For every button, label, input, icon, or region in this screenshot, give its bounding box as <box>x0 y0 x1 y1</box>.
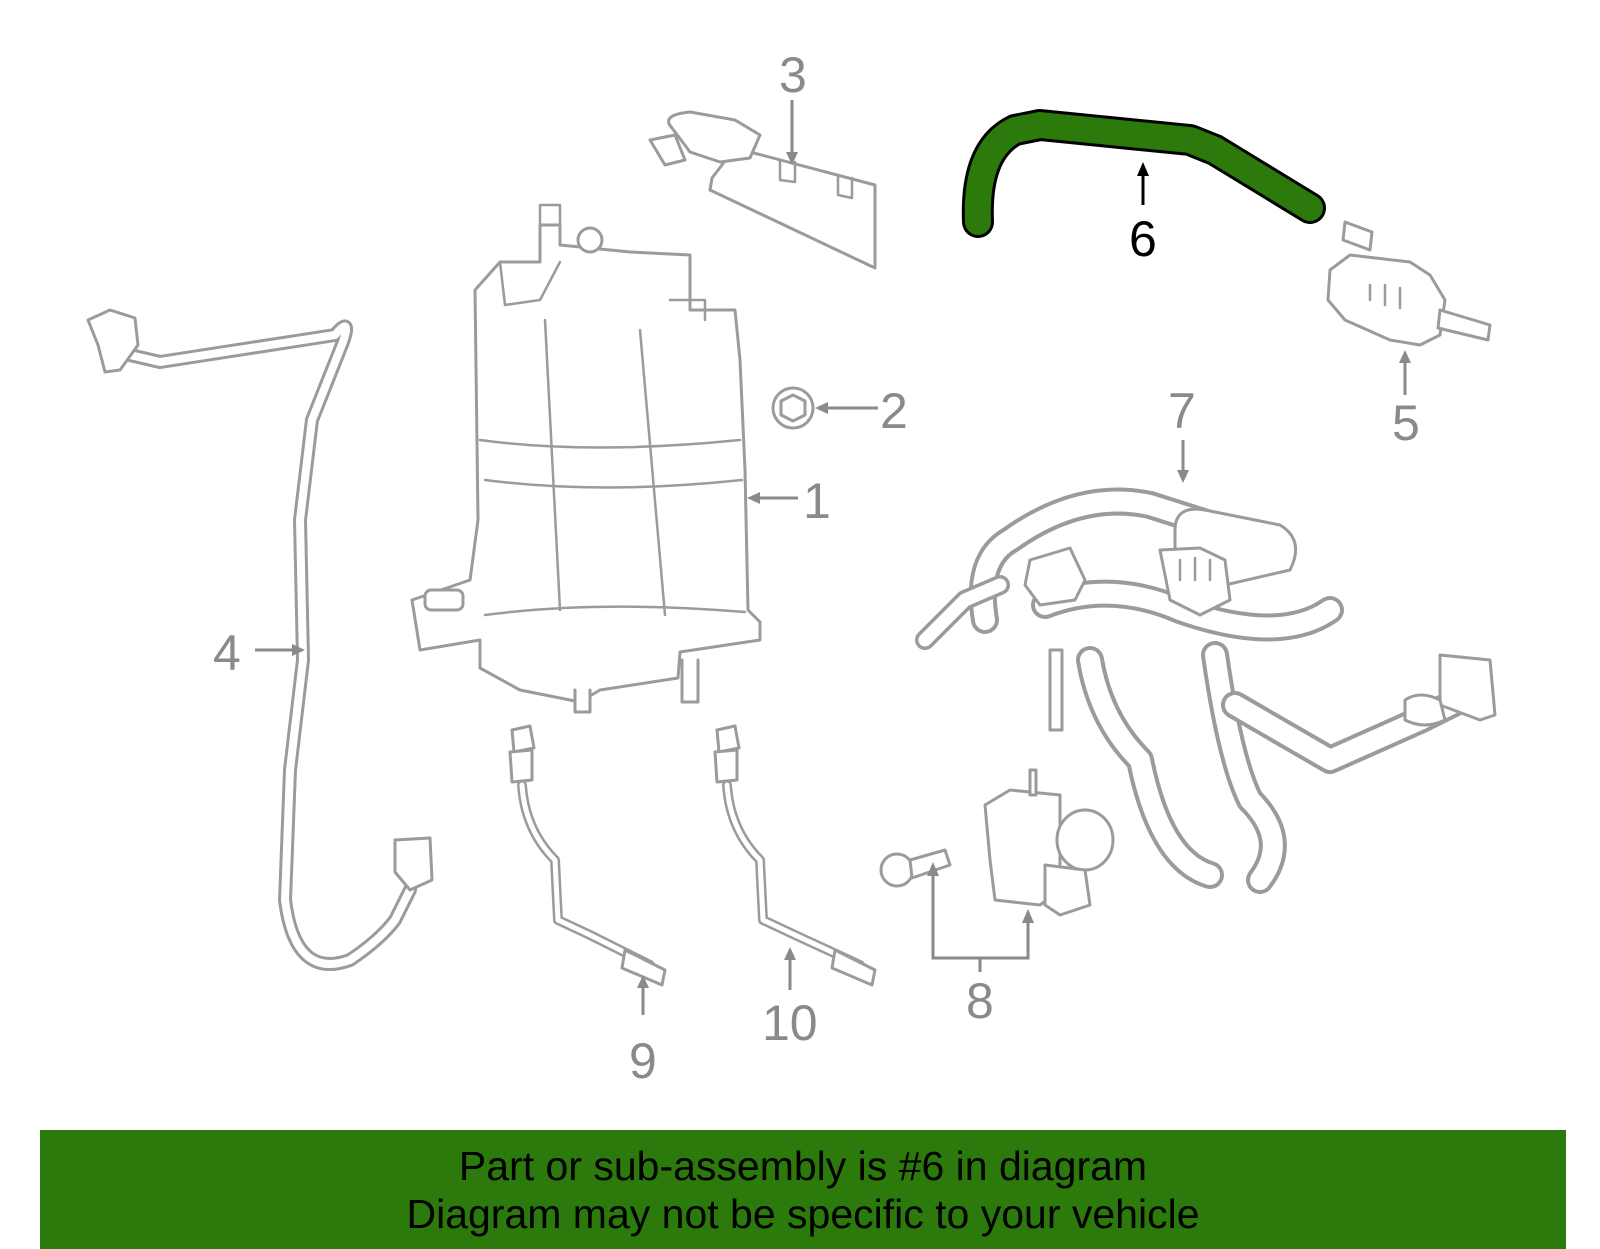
part-9-sensor[interactable] <box>508 724 667 987</box>
part-1-canister[interactable] <box>410 203 762 714</box>
callout-9: 9 <box>629 1033 657 1089</box>
callout-8: 8 <box>966 973 994 1029</box>
callout-3: 3 <box>779 47 807 103</box>
callout-1: 1 <box>803 473 831 529</box>
part-10-sensor[interactable] <box>713 724 877 987</box>
banner-line-1: Part or sub-assembly is #6 in diagram <box>458 1143 1148 1189</box>
part-3-bracket[interactable] <box>648 110 877 270</box>
callout-7: 7 <box>1168 383 1196 439</box>
callout-6: 6 <box>1129 211 1157 267</box>
callout-10: 10 <box>762 995 818 1051</box>
parts-diagram: 3 2 1 4 5 6 7 8 9 10 <box>86 47 1497 1089</box>
callout-5: 5 <box>1392 395 1420 451</box>
info-banner: Part or sub-assembly is #6 in diagram Di… <box>40 1130 1566 1249</box>
callout-2: 2 <box>880 383 908 439</box>
part-2-nut[interactable] <box>771 386 815 430</box>
leader-lines <box>255 100 1411 1015</box>
part-7-hose-assembly[interactable] <box>915 487 1497 894</box>
callout-4: 4 <box>213 625 241 681</box>
part-8-solenoid-and-bolt[interactable] <box>879 768 1115 917</box>
part-4-vent-line[interactable] <box>86 308 434 971</box>
banner-line-2: Diagram may not be specific to your vehi… <box>406 1191 1200 1237</box>
part-5-purge-valve[interactable] <box>1326 220 1492 347</box>
part-6-hose[interactable] <box>961 109 1326 238</box>
